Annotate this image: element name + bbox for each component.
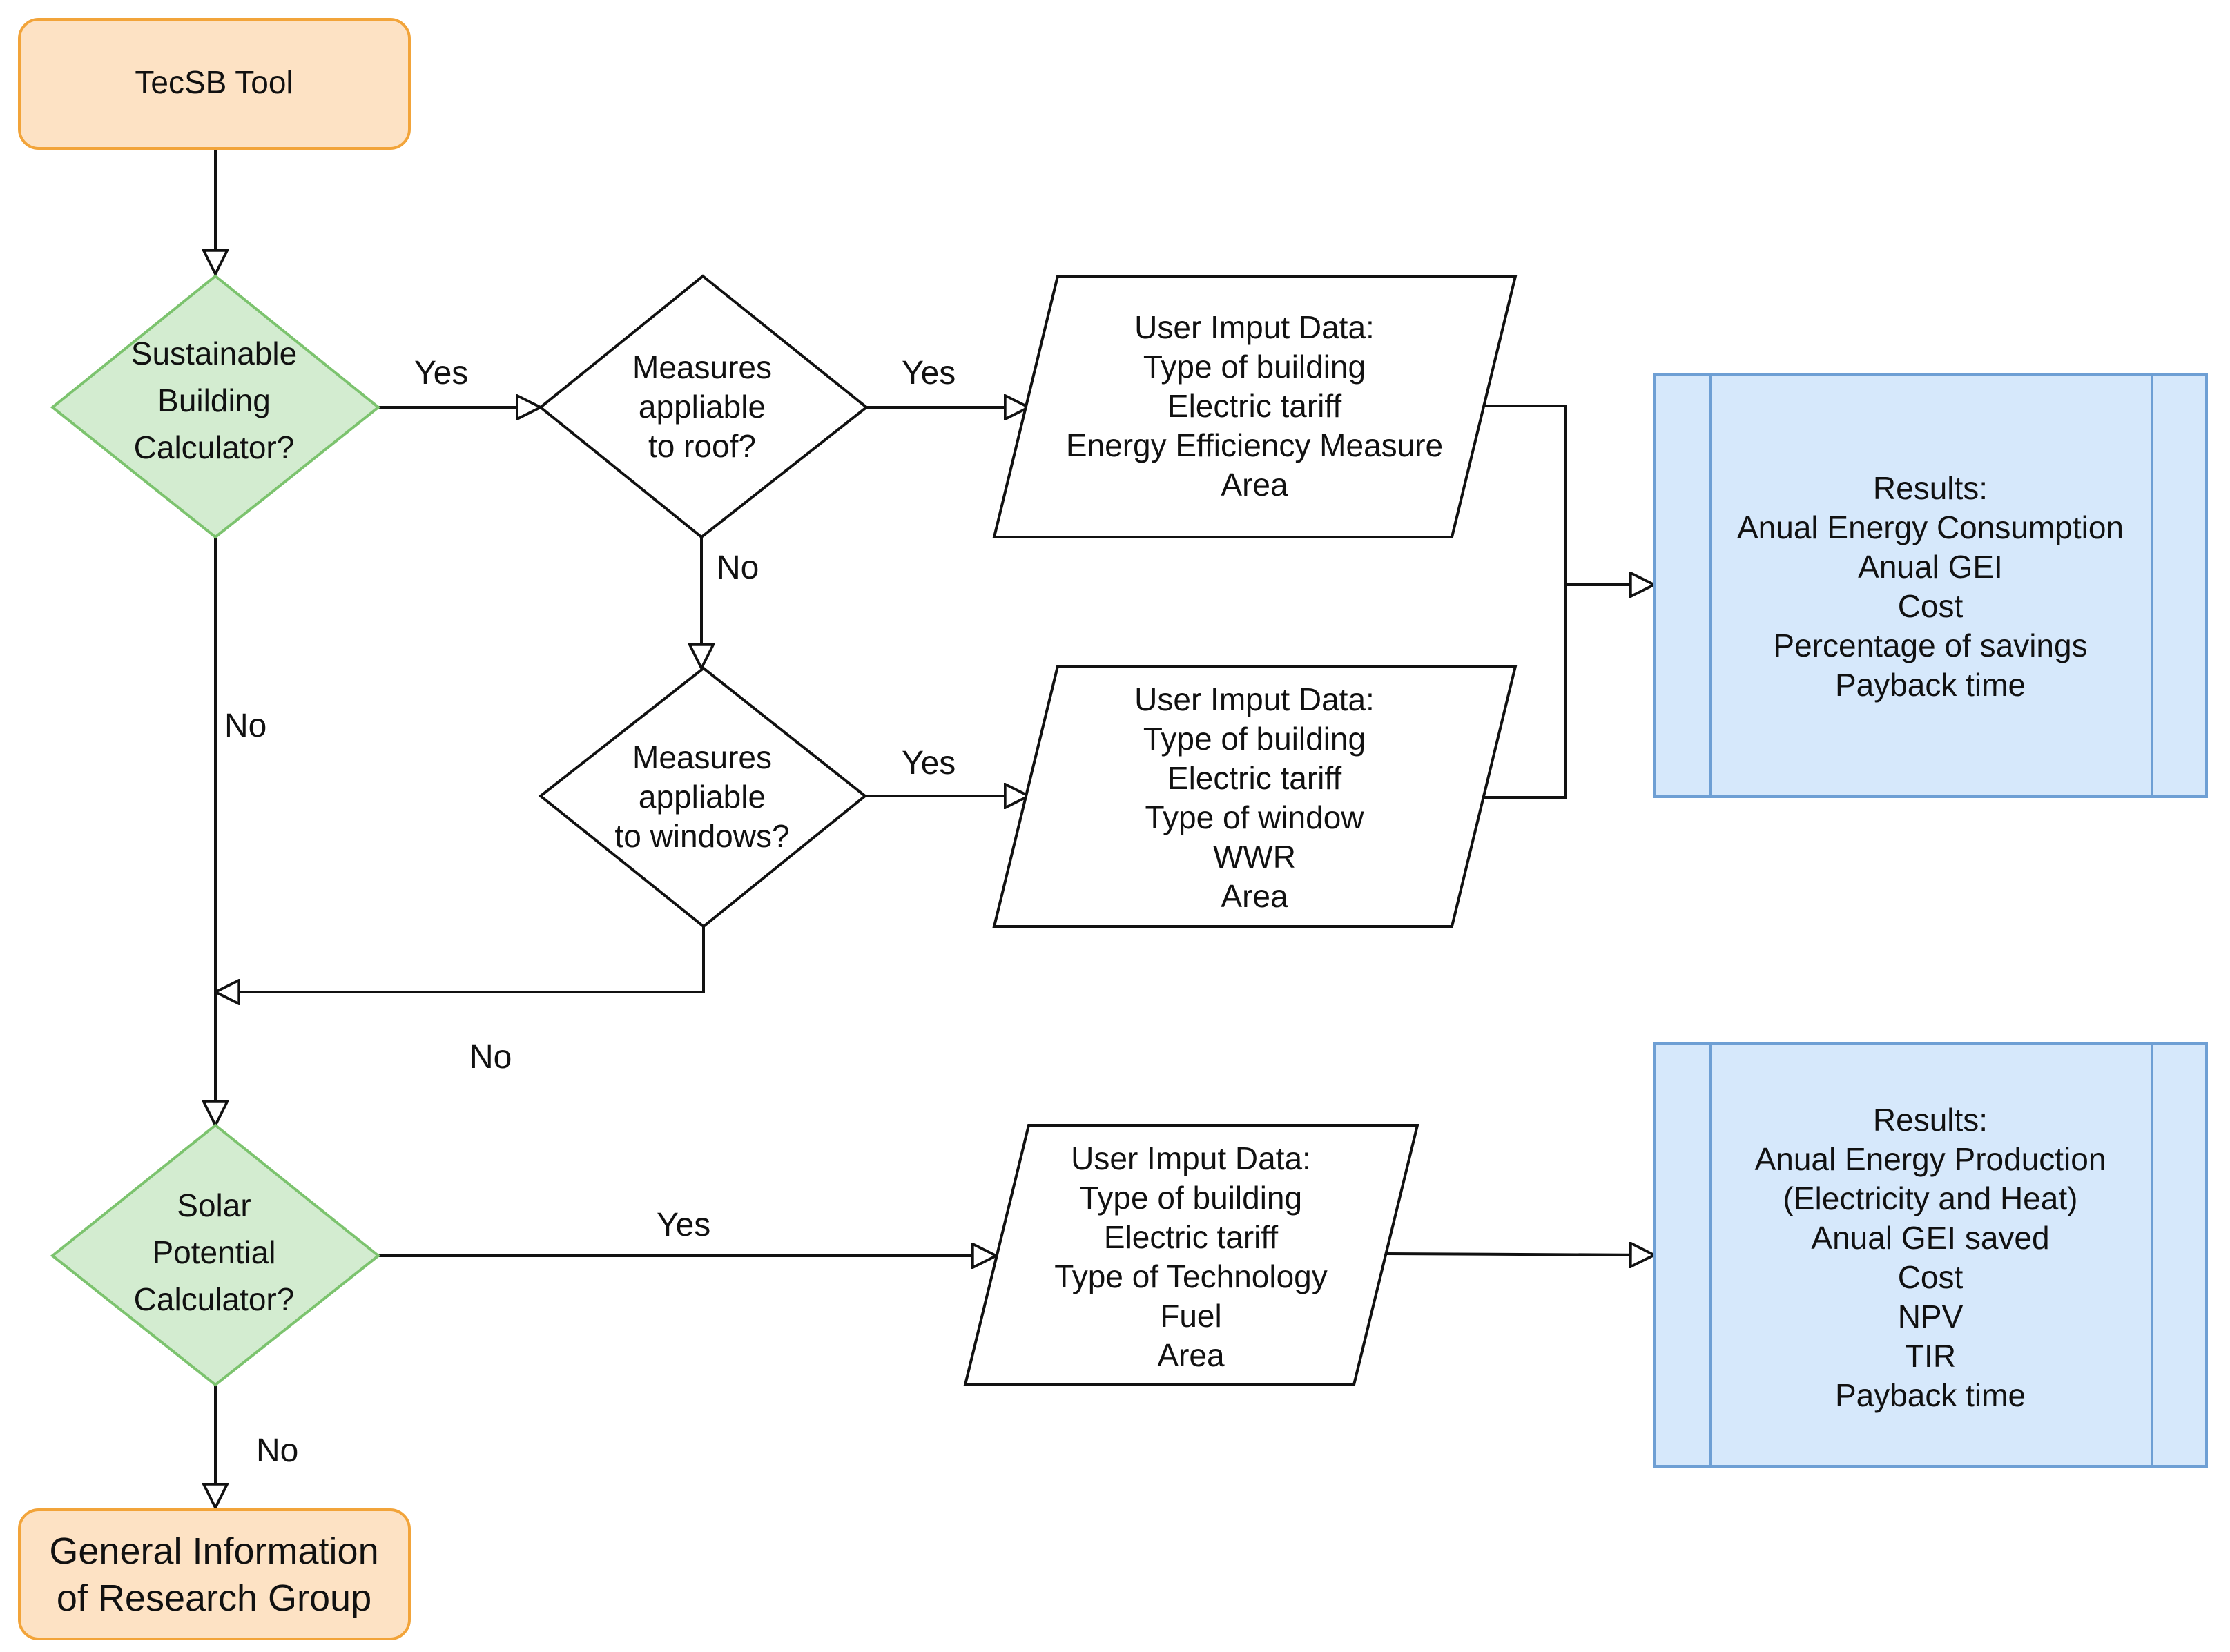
- decision-windows-diamond: [538, 666, 868, 929]
- node-text-line: General Information: [49, 1530, 378, 1572]
- node-text-line: Type of building: [1143, 721, 1366, 757]
- node-text-line: Anual GEI saved: [1811, 1220, 2049, 1256]
- node-text-line: of Research Group: [57, 1577, 371, 1619]
- edge-input-solar-to-results: [1386, 1254, 1654, 1255]
- node-text-line: Type of Technology: [1054, 1259, 1328, 1294]
- edge-label-roof-yes: Yes: [902, 355, 956, 391]
- node-text-line: Building: [157, 382, 271, 418]
- edge-label-solar-no: No: [256, 1432, 298, 1469]
- node-text-line: WWR: [1213, 839, 1296, 875]
- node-text-line: User Imput Data:: [1134, 309, 1375, 345]
- node-text-line: Fuel: [1160, 1298, 1221, 1334]
- node-text-line: Measures: [632, 349, 772, 385]
- node-text-line: appliable: [639, 779, 766, 815]
- node-text-line: Type of building: [1080, 1180, 1302, 1216]
- node-text-line: Energy Efficiency Measure: [1066, 427, 1443, 463]
- node-text-line: to roof?: [648, 428, 756, 464]
- edge-label-solar-yes: Yes: [657, 1207, 710, 1243]
- node-text-line: Calculator?: [134, 429, 295, 465]
- node-text-line: Percentage of savings: [1773, 628, 2087, 663]
- input-roof-parallelogram: [992, 275, 1518, 538]
- input-solar-parallelogram: [963, 1124, 1419, 1386]
- node-text-line: Results:: [1873, 470, 1988, 506]
- input-windows-parallelogram: [992, 665, 1518, 928]
- node-text-line: Measures: [632, 739, 772, 775]
- end-terminal: [18, 1508, 411, 1640]
- results-solar-box: [1653, 1042, 2208, 1468]
- node-text-line: TecSB Tool: [135, 64, 293, 100]
- node-text-line: Calculator?: [134, 1281, 295, 1317]
- node-text-line: Potential: [152, 1234, 275, 1270]
- start-terminal: [18, 18, 411, 150]
- decision-solar-diamond: [50, 1123, 381, 1387]
- edge-label-windows-no: No: [469, 1039, 512, 1076]
- node-text-line: Area: [1221, 878, 1288, 914]
- node-text-line: TIR: [1905, 1338, 1956, 1374]
- node-text-line: Anual Energy Consumption: [1737, 509, 2124, 545]
- decision-roof-diamond: [538, 274, 869, 539]
- node-text-line: Area: [1157, 1337, 1225, 1373]
- node-text-line: Anual GEI: [1858, 549, 2003, 585]
- node-text-line: Sustainable: [131, 336, 297, 371]
- node-text-line: appliable: [639, 389, 766, 425]
- edge-label-windows-yes: Yes: [902, 745, 956, 781]
- end-label: General Information of Research Group: [49, 1530, 378, 1619]
- node-text-line: Type of window: [1145, 799, 1364, 835]
- node-text-line: User Imput Data:: [1071, 1140, 1311, 1176]
- edge-label-sbc-yes: Yes: [414, 355, 468, 391]
- node-text-line: Electric tariff: [1104, 1219, 1278, 1255]
- node-text-line: Cost: [1898, 588, 1964, 624]
- node-text-line: Solar: [177, 1187, 251, 1223]
- node-text-line: Area: [1221, 467, 1288, 503]
- node-text-line: Cost: [1898, 1259, 1964, 1295]
- node-text-line: Anual Energy Production: [1755, 1141, 2106, 1177]
- node-text-line: (Electricity and Heat): [1783, 1180, 2078, 1216]
- edge-label-roof-no: No: [717, 550, 759, 586]
- node-text-line: Electric tariff: [1167, 388, 1341, 424]
- node-text-line: User Imput Data:: [1134, 681, 1375, 717]
- decision-sbc-diamond: [50, 274, 381, 539]
- node-text-line: to windows?: [614, 818, 789, 854]
- node-text-line: Results:: [1873, 1102, 1988, 1138]
- results-solar-label: Results:Anual Energy Production(Electric…: [1755, 1102, 2106, 1413]
- edge-label-sbc-no: No: [224, 708, 266, 744]
- node-text-line: Electric tariff: [1167, 760, 1341, 796]
- node-text-line: Payback time: [1835, 1377, 2026, 1413]
- results-building-box: [1653, 373, 2208, 798]
- start-label: TecSB Tool: [135, 64, 293, 100]
- node-text-line: NPV: [1898, 1299, 1964, 1334]
- node-text-line: Type of building: [1143, 349, 1366, 385]
- edge-input-roof-merge: [1484, 405, 1567, 799]
- edge-windows-no-to-main: [215, 926, 705, 992]
- node-text-line: Payback time: [1835, 667, 2026, 703]
